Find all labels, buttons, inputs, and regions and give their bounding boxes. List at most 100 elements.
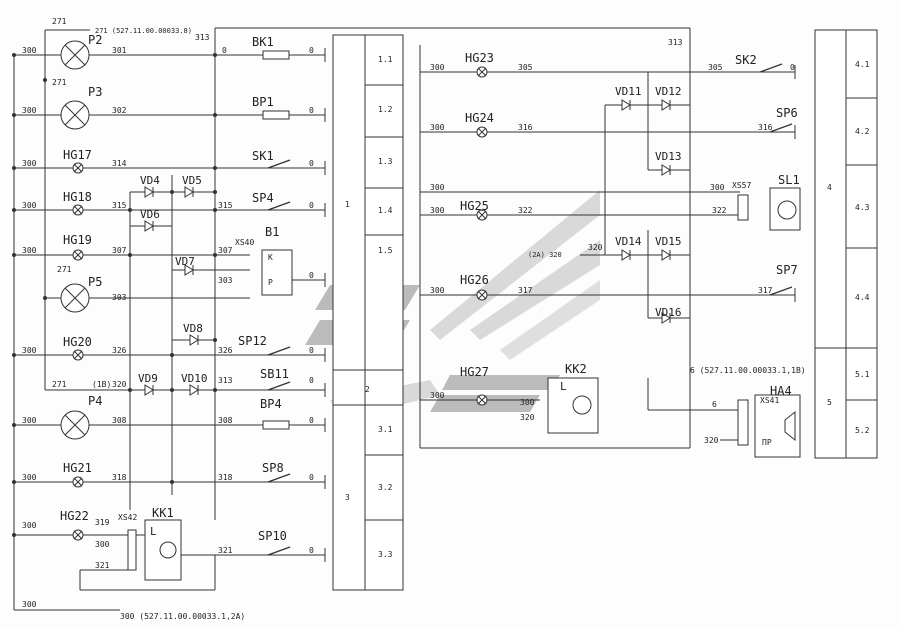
wire-label: 300 bbox=[22, 46, 37, 55]
component-label: VD8 bbox=[183, 322, 203, 335]
component-label: SB11 bbox=[260, 367, 289, 381]
component-label: VD12 bbox=[655, 85, 682, 98]
wire-label: 317 bbox=[518, 286, 533, 295]
component-label: VD14 bbox=[615, 235, 642, 248]
component-label: HG22 bbox=[60, 509, 89, 523]
wire-label: (2А) 320 bbox=[528, 251, 562, 259]
wire-label: 300 bbox=[22, 159, 37, 168]
wire-label: 0 bbox=[309, 546, 314, 555]
sensor-p3 bbox=[60, 100, 90, 130]
wire-label: (1В) bbox=[92, 380, 111, 389]
component-label: P bbox=[268, 278, 273, 287]
wire-label: 318 bbox=[218, 473, 233, 482]
zone-label: 1.1 bbox=[378, 55, 393, 64]
zone-label: 3.1 bbox=[378, 425, 393, 434]
wire-label: 0 bbox=[309, 473, 314, 482]
wire-label: 0 bbox=[309, 46, 314, 55]
component-label: B1 bbox=[265, 225, 279, 239]
component-label: BP4 bbox=[260, 397, 282, 411]
component-label: HG17 bbox=[63, 148, 92, 162]
wire-label: 320 bbox=[704, 436, 719, 445]
wire-label: 322 bbox=[518, 206, 533, 215]
component-label: XS40 bbox=[235, 238, 254, 247]
wire-label: 300 bbox=[22, 600, 37, 609]
switches-right bbox=[547, 63, 801, 458]
wire-label: 313 bbox=[195, 33, 210, 42]
component-label: L bbox=[560, 380, 567, 393]
wire-label: 320 bbox=[112, 380, 127, 389]
component-label: HG26 bbox=[460, 273, 489, 287]
component-label: VD15 bbox=[655, 235, 682, 248]
wire-ref-label: 6 (527.11.00.00033.1,1В) bbox=[690, 366, 806, 375]
wire-label: 315 bbox=[218, 201, 233, 210]
sensor-p2 bbox=[60, 40, 90, 70]
component-label: SP7 bbox=[776, 263, 798, 277]
wire-label: 307 bbox=[112, 246, 127, 255]
component-label: L bbox=[150, 525, 157, 538]
component-label: XS41 bbox=[760, 396, 779, 405]
sensor-p4 bbox=[60, 410, 90, 440]
ground-terminals-left bbox=[292, 48, 326, 562]
wire-label: 271 bbox=[52, 78, 67, 87]
wire-label: 317 bbox=[758, 286, 773, 295]
zone-table-left bbox=[332, 34, 404, 591]
labels: 300 300 300 300 300 300 300 300 300 300 … bbox=[22, 17, 870, 621]
zone-label: 1 bbox=[345, 200, 350, 209]
component-label: XS57 bbox=[732, 181, 751, 190]
component-label: HG23 bbox=[465, 51, 494, 65]
component-label: HG21 bbox=[63, 461, 92, 475]
zone-label: 3.3 bbox=[378, 550, 393, 559]
wire-label: 305 bbox=[708, 63, 723, 72]
component-label: SL1 bbox=[778, 173, 800, 187]
zone-label: 4.1 bbox=[855, 60, 870, 69]
component-label: K bbox=[268, 253, 273, 262]
wire-label: 0 bbox=[222, 46, 227, 55]
wire-label: 326 bbox=[218, 346, 233, 355]
wire-label: 301 bbox=[112, 46, 127, 55]
wire-label: 321 bbox=[218, 546, 233, 555]
wire-label: 300 bbox=[22, 346, 37, 355]
switches-left bbox=[261, 50, 293, 556]
wire-label: 322 bbox=[712, 206, 727, 215]
wire-label: 300 bbox=[430, 63, 445, 72]
zone-table-right bbox=[814, 29, 878, 459]
wire-label: 313 bbox=[218, 376, 233, 385]
wire-label: 319 bbox=[95, 518, 110, 527]
wire-label: 0 bbox=[309, 416, 314, 425]
lamps-right bbox=[476, 66, 488, 406]
wire-ref-label: 300 (527.11.00.00033.1,2А) bbox=[120, 612, 245, 621]
wire-label: 320 bbox=[588, 243, 603, 252]
zone-label: 3 bbox=[345, 493, 350, 502]
wire-label: 300 bbox=[430, 286, 445, 295]
wire-label: 300 bbox=[520, 398, 535, 407]
zone-label: 5.1 bbox=[855, 370, 870, 379]
component-label: VD7 bbox=[175, 255, 195, 268]
component-label: VD11 bbox=[615, 85, 642, 98]
zone-label: 4 bbox=[827, 183, 832, 192]
component-label: HG20 bbox=[63, 335, 92, 349]
wire-label: 6 bbox=[712, 400, 717, 409]
component-label: BP1 bbox=[252, 95, 274, 109]
component-label: P4 bbox=[88, 394, 102, 408]
wire-label: 300 bbox=[22, 246, 37, 255]
relay-kk1 bbox=[79, 519, 216, 591]
wire-label: 318 bbox=[112, 473, 127, 482]
diodes-right bbox=[621, 99, 671, 324]
wire-label: 0 bbox=[790, 63, 795, 72]
wire-label: 300 bbox=[430, 183, 445, 192]
wire-label: 326 bbox=[112, 346, 127, 355]
component-label: VD9 bbox=[138, 372, 158, 385]
wire-label: 300 bbox=[430, 206, 445, 215]
zone-label: 1.2 bbox=[378, 105, 393, 114]
component-label: HG18 bbox=[63, 190, 92, 204]
zone-label: 5.2 bbox=[855, 426, 870, 435]
component-label: SK2 bbox=[735, 53, 757, 67]
wire-label: 271 bbox=[52, 380, 67, 389]
zone-label: 1.5 bbox=[378, 246, 393, 255]
wire-label: 300 bbox=[22, 473, 37, 482]
component-label: VD6 bbox=[140, 208, 160, 221]
component-label: SP6 bbox=[776, 106, 798, 120]
wire-label: 303 bbox=[112, 293, 127, 302]
component-label: HA4 bbox=[770, 384, 792, 398]
component-label: VD10 bbox=[181, 372, 208, 385]
